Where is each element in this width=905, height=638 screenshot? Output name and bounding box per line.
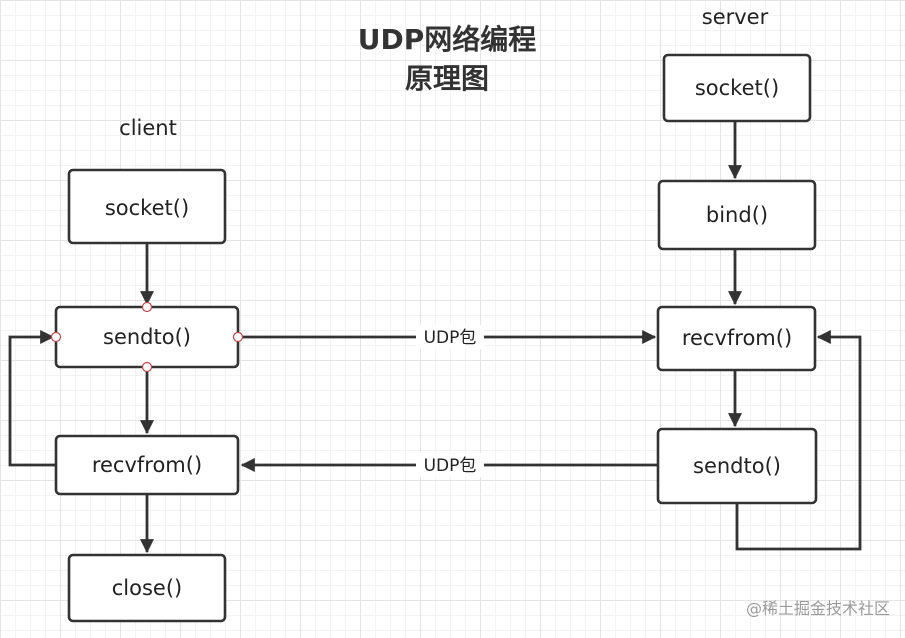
client-recvfrom-box [54, 434, 240, 496]
server-label: server [702, 5, 769, 29]
client-close-label: close() [112, 576, 182, 600]
connection-handle-right[interactable] [232, 331, 244, 343]
edge-label-bg-1 [416, 325, 484, 349]
edge-server-loop [735, 330, 862, 551]
server-bind-box [657, 179, 817, 251]
client-sendto-label: sendto() [103, 325, 191, 349]
connection-handle-top[interactable] [141, 301, 153, 313]
client-recvfrom-node[interactable]: recvfrom() [54, 434, 240, 496]
server-sendto-label: sendto() [693, 454, 781, 478]
server-bind-label: bind() [706, 203, 768, 227]
server-socket-node[interactable]: socket() [662, 53, 812, 123]
server-socket-label: socket() [695, 76, 779, 100]
diagram-title-line2: 原理图 [405, 62, 489, 95]
client-close-box [67, 553, 227, 623]
server-recvfrom-label: recvfrom() [682, 326, 792, 350]
watermark: @稀土掘金技术社区 [746, 599, 890, 618]
server-recvfrom-node[interactable]: recvfrom() [656, 305, 817, 372]
client-socket-node[interactable]: socket() [67, 168, 227, 245]
server-recvfrom-box [656, 305, 817, 372]
client-socket-label: socket() [105, 196, 189, 220]
server-sendto-node[interactable]: sendto() [656, 427, 818, 505]
client-label: client [119, 116, 177, 140]
edge-label-bg-2 [416, 453, 484, 477]
edge-label-client-to-server: UDP包 [424, 328, 477, 348]
server-socket-box [662, 53, 812, 123]
edge-label-server-to-client: UDP包 [424, 456, 477, 476]
connection-handle-left[interactable] [50, 331, 62, 343]
connection-handle-bottom[interactable] [141, 361, 153, 373]
server-bind-node[interactable]: bind() [657, 179, 817, 251]
client-close-node[interactable]: close() [67, 553, 227, 623]
diagram-title-line1: UDP网络编程 [358, 23, 537, 56]
edge-client-loop [8, 330, 56, 467]
client-recvfrom-label: recvfrom() [92, 453, 202, 477]
server-sendto-box [656, 427, 818, 505]
client-sendto-node[interactable]: sendto() [54, 305, 240, 369]
client-socket-box [67, 168, 227, 245]
